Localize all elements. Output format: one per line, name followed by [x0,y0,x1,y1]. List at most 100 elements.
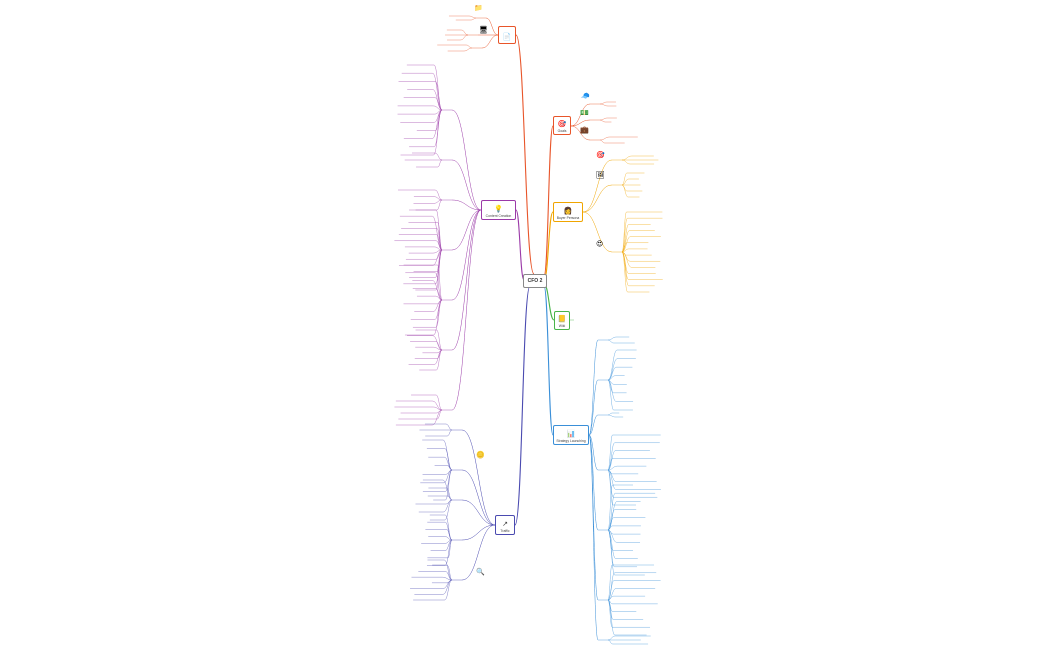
connector-line [621,155,632,161]
cup-icon: 🧢 [581,93,590,100]
connector-line [432,409,443,426]
connector-line [434,152,443,161]
connector-line [570,103,591,127]
connector-line [485,17,499,36]
connector-line [447,539,453,559]
connector-line [445,571,453,581]
connector-line [434,349,443,365]
connector-line [461,524,496,581]
cursor-icon: ↗ [502,520,508,528]
connector-line [433,64,443,111]
connector-line [443,469,453,484]
connector-line [607,465,618,471]
connector-line [515,34,535,275]
connector-line [435,295,443,301]
connector-line [588,414,599,436]
branch-buyer-persona[interactable]: 👩 Buyer Persona [553,202,583,222]
connector-line [447,565,453,581]
connector-line [621,248,629,253]
bulb-icon: 💡 [494,205,503,213]
connector-line [607,525,613,531]
connector-line [588,434,599,471]
branch-content-label: Content Creation [485,213,512,218]
connector-line [451,209,482,251]
connector-line [464,47,473,52]
connector-line [607,595,614,601]
branch-goals[interactable]: 🎯 Goals [553,116,571,135]
connector-line [435,272,443,301]
branch-traffic[interactable]: ↗ Traffic [495,515,515,535]
connector-line [570,119,591,127]
connector-line [599,117,608,121]
person-icon: 👩 [563,207,573,215]
connector-line [444,536,453,541]
branch-content-creation[interactable]: 💡 Content Creation [481,200,516,220]
connector-line [621,159,631,165]
connector-line [434,299,443,320]
connector-line [599,101,607,105]
connector-line [442,579,453,595]
connector-line [599,119,606,123]
connector-line [607,366,617,381]
connector-line [444,448,453,471]
connector-line [607,349,618,381]
connector-line [543,285,554,436]
connector-line [607,469,617,490]
branch-goals-label: Goals [557,128,567,133]
notepad-icon: 📒 [557,315,567,323]
connector-line [621,251,629,280]
connector-line [435,288,443,301]
connector-line [445,469,453,492]
connector-line [444,579,453,601]
connector-line [447,429,453,437]
connector-line [433,199,443,204]
connector-line [435,299,443,328]
branch-traffic-label: Traffic [500,528,510,533]
branch-wiki-label: Wiki [558,323,566,328]
connector-line [599,139,605,144]
connector-line [607,434,613,471]
connector-line [607,529,617,543]
connector-line [461,29,469,36]
connector-line [433,249,443,254]
branch-strategy-launching[interactable]: 📊 Strategy Launching [553,425,589,445]
connector-line [435,249,443,291]
connector-line [445,539,453,566]
connector-line [588,434,599,641]
connector-line [607,379,617,402]
connector-line [451,199,482,211]
connector-line [607,564,613,601]
connector-line [437,222,443,251]
connector-line [436,234,443,251]
connector-line [621,184,629,198]
connector-line [433,406,443,411]
connector-line [607,493,616,531]
search-icon: 🔍 [476,569,485,576]
connector-line [607,501,618,531]
connector-line [461,524,496,541]
connector-line [451,109,482,211]
root-topic[interactable]: CFO 2 [523,274,547,288]
connector-line [607,339,614,344]
connector-line [588,379,599,436]
connector-line [433,105,443,111]
target-icon: 🎯 [557,120,567,128]
branch-wiki[interactable]: 📒 Wiki [554,311,570,330]
connector-line [621,184,627,192]
connector-line [443,499,453,513]
connector-line [469,15,477,19]
connector-line [437,409,443,420]
monitor-icon: 🖥 [479,27,488,34]
connector-line [582,184,613,213]
emoji-icon: 😍 [596,241,604,248]
connector-line [442,479,453,501]
connector-line [570,125,591,141]
connector-line [481,34,499,49]
connector-line [435,81,443,111]
connector-line [444,539,453,544]
connector-line [445,423,453,431]
connector-line [543,125,554,277]
branch-top[interactable]: 📄 [498,26,516,44]
